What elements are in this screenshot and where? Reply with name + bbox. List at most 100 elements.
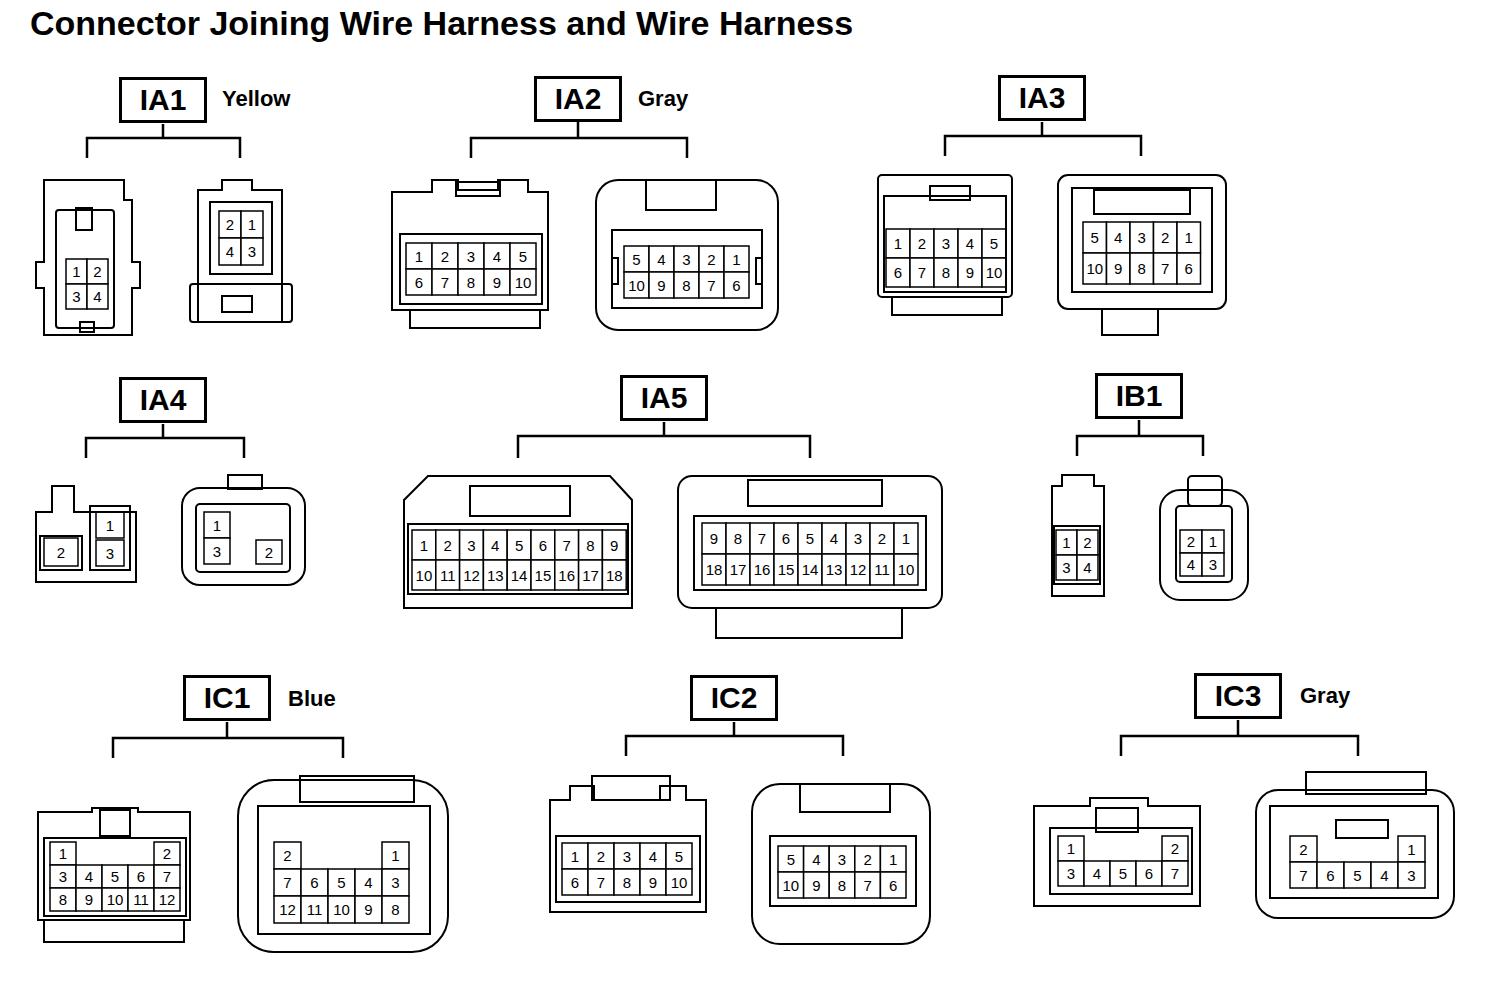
pin-number: 2: [1290, 836, 1317, 862]
pin-number: 4: [1107, 222, 1131, 253]
pin-cavity: [1083, 253, 1107, 284]
pin-cavity: [436, 530, 460, 560]
pin-cavity: [87, 284, 108, 309]
pin-number: 5: [1110, 861, 1136, 886]
pin-cavity: [846, 554, 870, 585]
pin-cavity: [50, 842, 76, 865]
pin-cavity: [750, 523, 774, 554]
pin-number: 4: [484, 243, 510, 269]
pin-cavity: [274, 896, 301, 923]
pin-number: 6: [531, 530, 555, 560]
pin-cavity: [458, 269, 484, 295]
pin-cavity: [804, 872, 830, 898]
pin-number: 2: [588, 843, 614, 869]
pin-number: 4: [87, 284, 108, 309]
pin-cavity: [702, 523, 726, 554]
pin-cavity: [274, 842, 301, 869]
pin-number: 10: [102, 888, 128, 911]
pin-number: 5: [1344, 862, 1371, 888]
pin-number: 11: [128, 888, 154, 911]
connector-id: IB1: [1116, 379, 1163, 413]
pin-cavity: [588, 869, 614, 895]
pin-number: 4: [640, 843, 666, 869]
pin-cavity: [102, 888, 128, 911]
pin-number: 4: [1180, 553, 1202, 576]
pin-number: 18: [602, 560, 626, 590]
connector-color: Gray: [638, 86, 688, 112]
pin-cavity: [1180, 530, 1202, 553]
connector-id-box: IC3: [1194, 673, 1282, 719]
pin-cavity: [958, 229, 982, 258]
pin-number: 3: [1058, 861, 1084, 886]
connector-id-box: IA3: [998, 75, 1086, 121]
pin-number: 16: [750, 554, 774, 585]
pin-cavity: [458, 243, 484, 269]
connector-id: IA4: [140, 383, 187, 417]
connector-housings: [36, 175, 1454, 952]
pin-number: 3: [1202, 553, 1224, 576]
pin-cavity: [674, 246, 699, 272]
pin-cavity: [382, 842, 409, 869]
pin-cavity: [1317, 862, 1344, 888]
pin-cavity: [510, 269, 536, 295]
pin-cavity: [829, 872, 855, 898]
pin-number: 6: [562, 869, 588, 895]
pin-cavity: [555, 530, 579, 560]
pin-cavity: [880, 846, 906, 872]
pin-cavity: [102, 865, 128, 888]
pin-number: 3: [96, 540, 124, 566]
pin-number: 10: [328, 896, 355, 923]
connector-id: IA3: [1019, 81, 1066, 115]
pin-number: 12: [274, 896, 301, 923]
pin-number: 4: [1077, 555, 1098, 580]
pin-cavity: [66, 259, 87, 284]
pin-cavity: [1177, 253, 1201, 284]
pin-cavity: [204, 512, 230, 538]
pin-number: 4: [219, 238, 241, 265]
pin-cavity: [128, 865, 154, 888]
pin-cavity: [1130, 222, 1154, 253]
pin-cavity: [355, 869, 382, 896]
pin-cavity: [666, 843, 692, 869]
pin-cavity: [774, 554, 798, 585]
pin-number: 5: [102, 865, 128, 888]
pin-number: 1: [50, 842, 76, 865]
pin-cavity: [406, 269, 432, 295]
pin-number: 7: [750, 523, 774, 554]
pin-number: 3: [846, 523, 870, 554]
bracket-lines: [86, 122, 1358, 758]
pin-cavity: [982, 258, 1006, 287]
pin-number: 9: [958, 258, 982, 287]
pin-cavity: [484, 243, 510, 269]
pin-number: 1: [204, 512, 230, 538]
diagram-title: Connector Joining Wire Harness and Wire …: [30, 4, 853, 43]
pin-cavity: [382, 869, 409, 896]
pin-cavity: [555, 560, 579, 590]
pin-cavity: [154, 842, 180, 865]
pin-number: 5: [982, 229, 1006, 258]
connector-id-box: IA1: [119, 77, 207, 123]
pin-cavity: [804, 846, 830, 872]
pin-number: 15: [774, 554, 798, 585]
connector-color: Yellow: [222, 86, 290, 112]
pin-number: 2: [1180, 530, 1202, 553]
pin-cavity: [76, 888, 102, 911]
pin-cavity: [602, 530, 626, 560]
pin-number: 9: [602, 530, 626, 560]
pin-cavity: [219, 238, 241, 265]
pin-number: 10: [510, 269, 536, 295]
pin-cavity: [96, 512, 124, 538]
pin-number: 11: [436, 560, 460, 590]
pin-cavity: [624, 246, 649, 272]
pin-cavity: [531, 560, 555, 590]
pin-cavity: [699, 246, 724, 272]
pin-number: 7: [1162, 861, 1188, 886]
pin-number: 12: [846, 554, 870, 585]
connector-color: Blue: [288, 686, 336, 712]
pin-number: 3: [204, 538, 230, 564]
pin-number: 8: [726, 523, 750, 554]
pin-cavity: [1056, 530, 1077, 555]
connector-id-box: IB1: [1095, 373, 1183, 419]
pin-cavity: [241, 238, 263, 265]
pin-number: 9: [1107, 253, 1131, 284]
